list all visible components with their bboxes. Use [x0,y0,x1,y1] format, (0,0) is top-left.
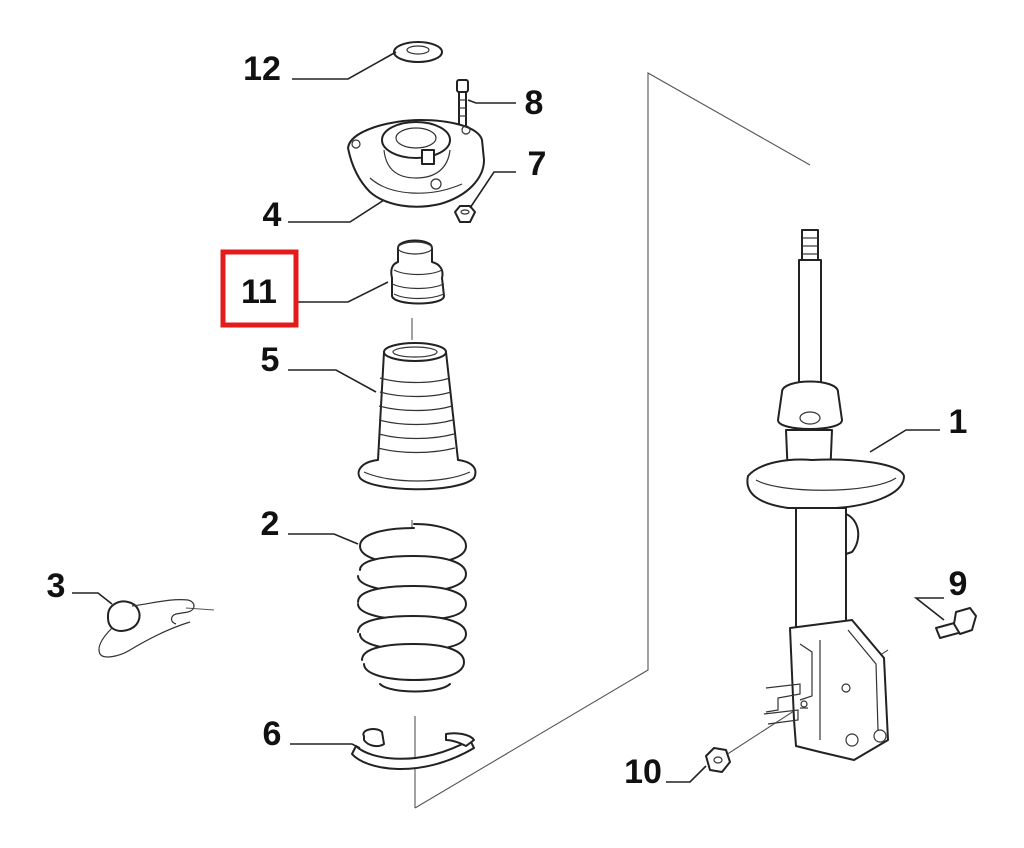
callout-4: 4 [263,196,282,234]
callout-7: 7 [528,145,547,183]
highlight-box [220,249,299,328]
callout-6: 6 [263,715,282,753]
part-11-bump-stop [390,239,445,305]
part-8-bolt [456,79,469,127]
callout-5: 5 [261,341,280,379]
callout-8: 8 [525,84,544,122]
callout-11: 11 [241,273,277,311]
part-2-coil-spring [357,523,467,693]
callout-3: 3 [47,567,66,605]
callout-9: 9 [949,565,968,603]
callout-10: 10 [624,753,662,791]
part-4-top-mount [347,119,485,208]
part-12-washer [393,41,443,63]
part-9-bolt [935,607,977,639]
callout-labels: 12 8 7 4 11 5 2 3 6 1 9 10 [47,50,968,791]
callout-2: 2 [261,505,280,543]
part-7-nut [454,205,476,223]
callout-1: 1 [949,403,968,441]
part-5-dust-boot [357,342,477,491]
part-1-shock-absorber [746,229,905,761]
part-10-nut [705,747,731,773]
part-3-clip [98,599,195,658]
callout-12: 12 [243,50,281,88]
part-6-spring-seat [351,728,475,770]
leader-lines [72,51,945,783]
